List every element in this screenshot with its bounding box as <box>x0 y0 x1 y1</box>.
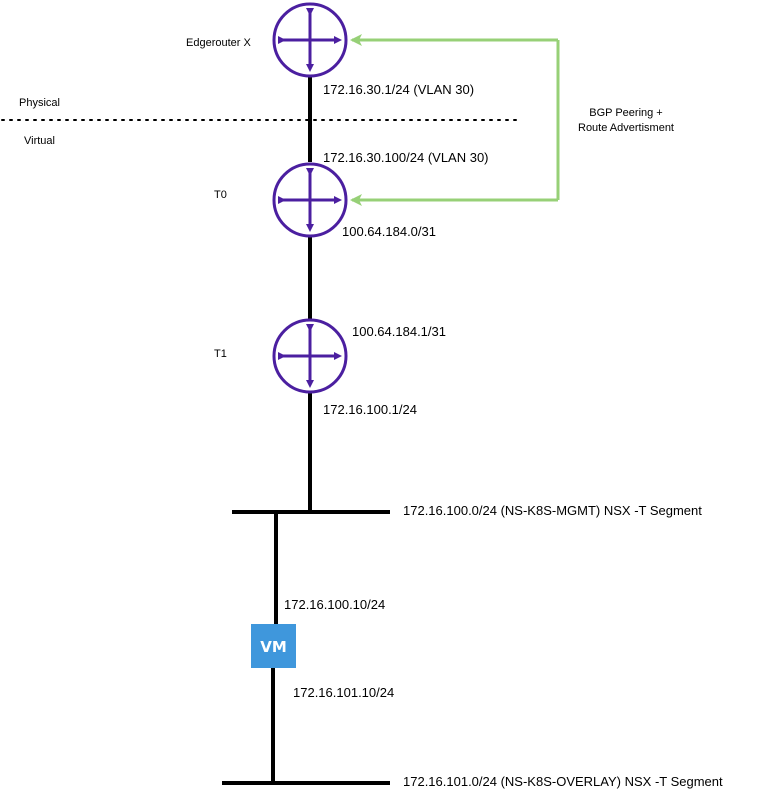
segment-overlay-label: 172.16.101.0/24 (NS-K8S-OVERLAY) NSX -T … <box>403 774 723 789</box>
router-edgerouter[interactable] <box>272 2 348 78</box>
router-icon <box>272 318 348 394</box>
vm-icon <box>251 624 296 668</box>
router-label-t0: T0 <box>214 189 227 201</box>
zone-label-physical: Physical <box>19 97 60 109</box>
segment-mgmt-label: 172.16.100.0/24 (NS-K8S-MGMT) NSX -T Seg… <box>403 503 702 518</box>
iface-t1-transit: 100.64.184.1/31 <box>352 324 446 339</box>
router-icon <box>272 2 348 78</box>
iface-t1-downlink: 172.16.100.1/24 <box>323 402 417 417</box>
bgp-label-line2: Route Advertisment <box>578 122 674 134</box>
iface-vm-mgmt: 172.16.100.10/24 <box>284 597 385 612</box>
router-icon <box>272 162 348 238</box>
router-label-t1: T1 <box>214 348 227 360</box>
iface-edge-vlan30: 172.16.30.1/24 (VLAN 30) <box>323 82 474 97</box>
vm-node[interactable]: VM <box>251 624 296 668</box>
router-label-edgerouter: Edgerouter X <box>186 37 251 49</box>
router-t0[interactable] <box>272 162 348 238</box>
iface-t0-transit: 100.64.184.0/31 <box>342 224 436 239</box>
iface-vm-overlay: 172.16.101.10/24 <box>293 685 394 700</box>
bgp-label-line1: BGP Peering + <box>589 107 662 119</box>
iface-t0-vlan30: 172.16.30.100/24 (VLAN 30) <box>323 150 489 165</box>
vm-label: VM <box>260 638 287 656</box>
zone-label-virtual: Virtual <box>24 135 55 147</box>
router-t1[interactable] <box>272 318 348 394</box>
